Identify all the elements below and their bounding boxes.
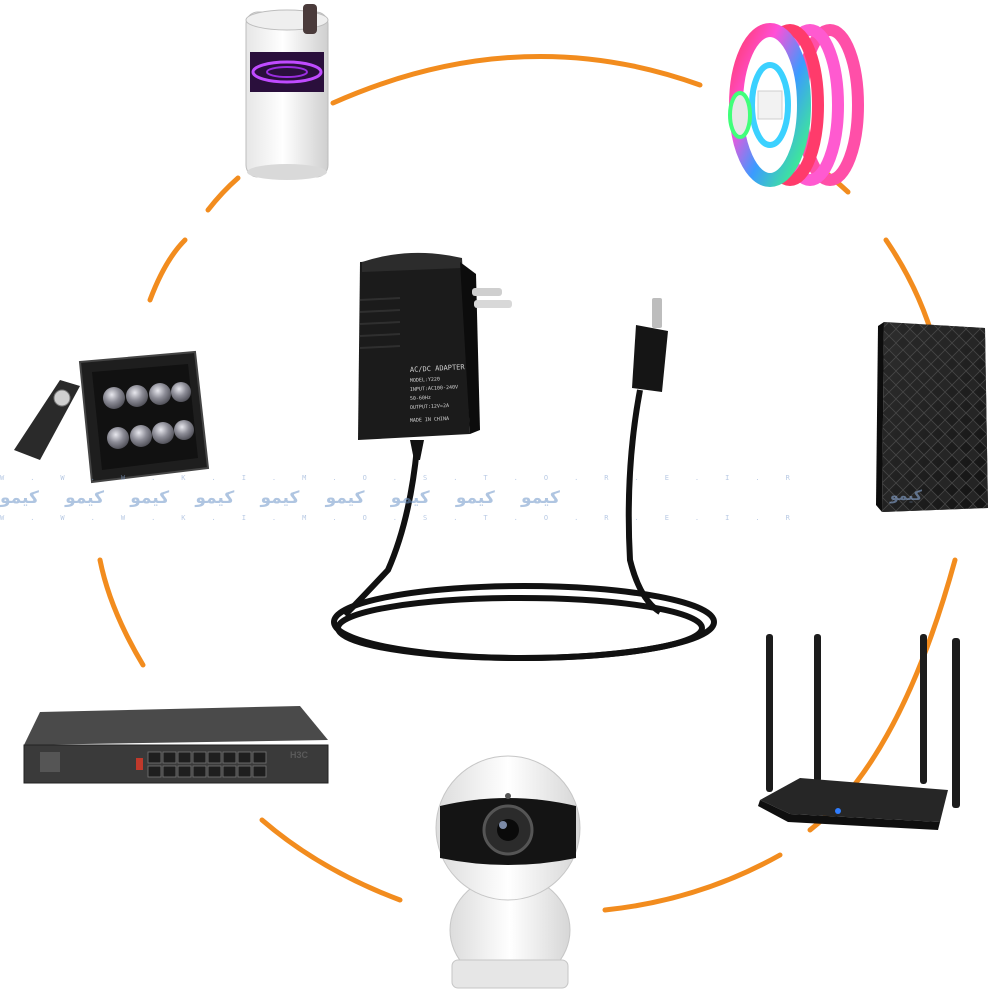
adapter-label-line-2: MODEL:Y220 xyxy=(410,376,440,384)
watermark-logo: کیمو xyxy=(0,488,39,508)
adapter-label: AC/DC ADAPTER MODEL:Y220 INPUT:AC100-240… xyxy=(410,363,466,424)
adapter-label-line-3: INPUT:AC100-240V xyxy=(410,384,458,393)
hard-drive-icon xyxy=(876,322,988,512)
wifi-router-icon xyxy=(758,634,960,830)
security-camera-icon xyxy=(435,755,581,989)
watermark-logo: کیمو xyxy=(325,488,365,508)
uv-lamp-icon xyxy=(245,4,329,180)
watermark-dots-bottom: W.W.W.K.I.M.O.S.T.O.R.E.I.R xyxy=(0,514,816,522)
adapter-label-line-5: OUTPUT:12V=2A xyxy=(410,403,449,411)
watermark-logo: کیمو xyxy=(195,488,235,508)
watermark-logo: کیمو xyxy=(521,488,560,508)
network-switch-icon: H3C xyxy=(23,706,329,784)
power-adapter-icon: AC/DC ADAPTER MODEL:Y220 INPUT:AC100-240… xyxy=(331,252,717,661)
watermark-logo: کیمو xyxy=(390,488,430,508)
adapter-label-line-1: AC/DC ADAPTER xyxy=(410,363,466,374)
watermark-logo: کیمو xyxy=(130,488,170,508)
adapter-label-line-6: MADE IN CHINA xyxy=(410,416,449,424)
adapter-label-line-4: 50-60Hz xyxy=(410,395,431,402)
watermark-dots-top: W.W.W.K.I.M.O.S.T.O.R.E.I.R xyxy=(0,474,816,482)
watermark-logo-right: کیمو xyxy=(890,488,923,504)
watermark-logo-row: کیمو کیمو کیمو کیمو کیمو کیمو کیمو کیمو … xyxy=(0,488,560,508)
ir-floodlight-icon xyxy=(14,350,210,484)
watermark-logo: کیمو xyxy=(260,488,300,508)
switch-brand-label: H3C xyxy=(290,750,309,760)
led-strip-icon xyxy=(728,23,864,187)
watermark-logo: کیمو xyxy=(455,488,495,508)
watermark-logo: کیمو xyxy=(65,488,105,508)
